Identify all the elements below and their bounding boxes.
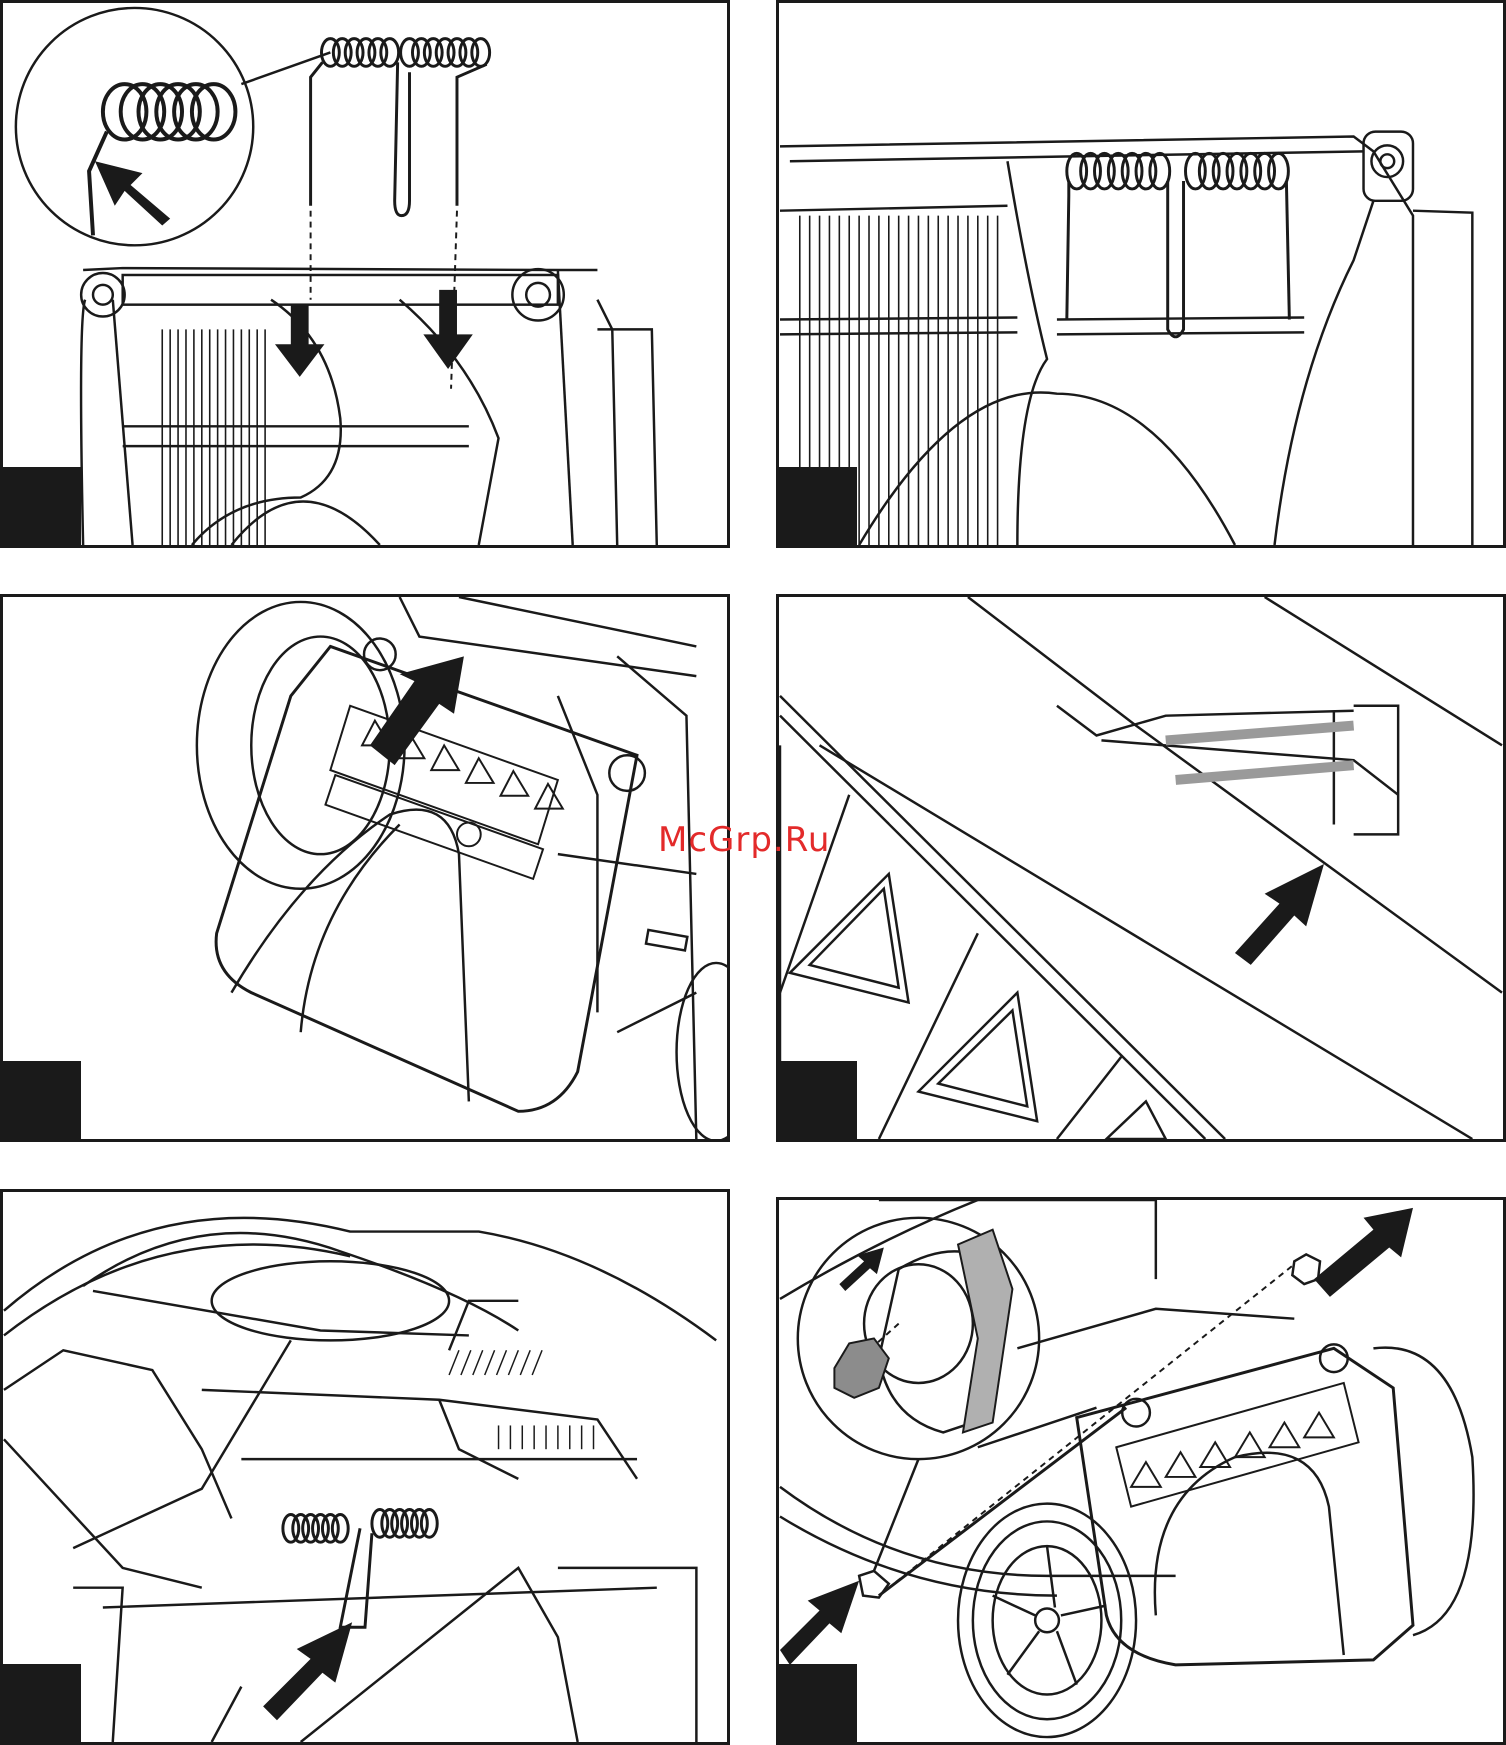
step-badge-1 [3, 467, 81, 545]
step-badge-5 [3, 1664, 81, 1742]
grass-box-lid-illustration [3, 597, 727, 1139]
springs-installed-illustration [779, 3, 1503, 545]
watermark-text: McGrp.Ru [658, 820, 830, 860]
spring-icon [1067, 153, 1290, 336]
step-panel-5 [0, 1189, 730, 1745]
spring-icon [283, 1510, 437, 1628]
step-badge-4 [779, 1061, 857, 1139]
step-panel-6 [776, 1197, 1506, 1745]
arrow-icon [1235, 864, 1324, 965]
step-panel-2 [776, 0, 1506, 548]
rod-insert-illustration [779, 597, 1503, 1139]
arrow-icon [370, 656, 464, 765]
warning-label-icon [325, 706, 562, 879]
magnifier-icon [16, 8, 253, 245]
step-badge-3 [3, 1061, 81, 1139]
step-badge-6 [779, 1664, 857, 1742]
axle-fitting-illustration [779, 1200, 1503, 1742]
step-badge-2 [779, 467, 857, 545]
step-panel-3 [0, 594, 730, 1142]
underside-spring-illustration [3, 1192, 727, 1742]
step-panel-1 [0, 0, 730, 548]
arrow-icon [263, 1622, 352, 1720]
spring-insertion-illustration [3, 3, 727, 545]
step-panel-4 [776, 594, 1506, 1142]
